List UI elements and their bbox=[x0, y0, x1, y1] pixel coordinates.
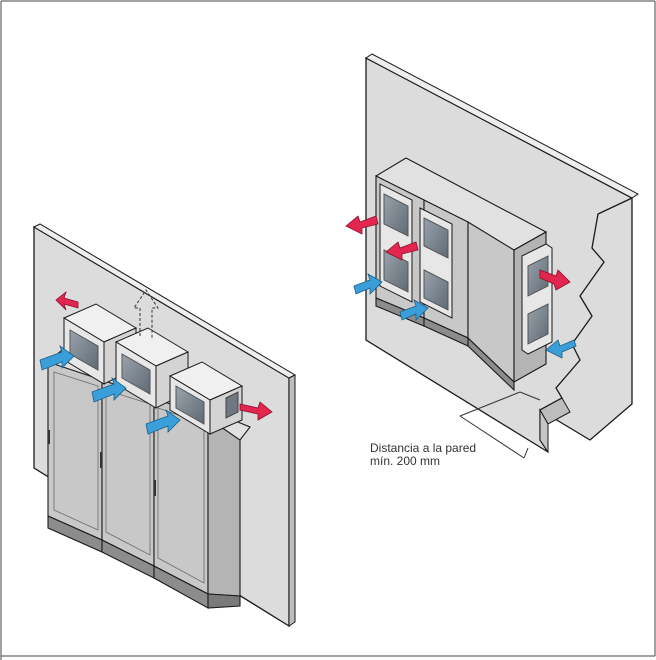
right-wall-unit-side bbox=[521, 243, 553, 355]
caption-line-2: mín. 200 mm bbox=[370, 454, 441, 468]
caption-line-1: Distancia a la pared bbox=[370, 441, 477, 455]
right-hot-air-arrow-2 bbox=[385, 241, 419, 261]
right-hot-air-arrow-side bbox=[539, 269, 571, 291]
right-cold-air-arrow-side bbox=[545, 339, 577, 359]
left-cold-air-arrow-2 bbox=[91, 376, 127, 403]
left-hot-air-arrow-top bbox=[55, 290, 79, 311]
distance-dimension-lines bbox=[459, 391, 541, 459]
left-cold-air-arrow-1 bbox=[39, 344, 75, 371]
right-cold-air-arrow-2 bbox=[399, 299, 429, 321]
right-wall-unit-2 bbox=[419, 207, 453, 319]
left-hot-air-arrow-side bbox=[239, 401, 273, 421]
right-wall-unit-1 bbox=[379, 183, 413, 303]
left-cold-air-arrow-3 bbox=[145, 408, 181, 435]
lift-direction-dashed-arrow-icon bbox=[133, 289, 159, 340]
right-hot-air-arrow-1 bbox=[345, 215, 379, 235]
wall-distance-caption: Distancia a la pared mín. 200 mm bbox=[370, 442, 476, 468]
left-roof-unit-3 bbox=[168, 361, 244, 435]
right-cold-air-arrow-1 bbox=[353, 273, 383, 295]
